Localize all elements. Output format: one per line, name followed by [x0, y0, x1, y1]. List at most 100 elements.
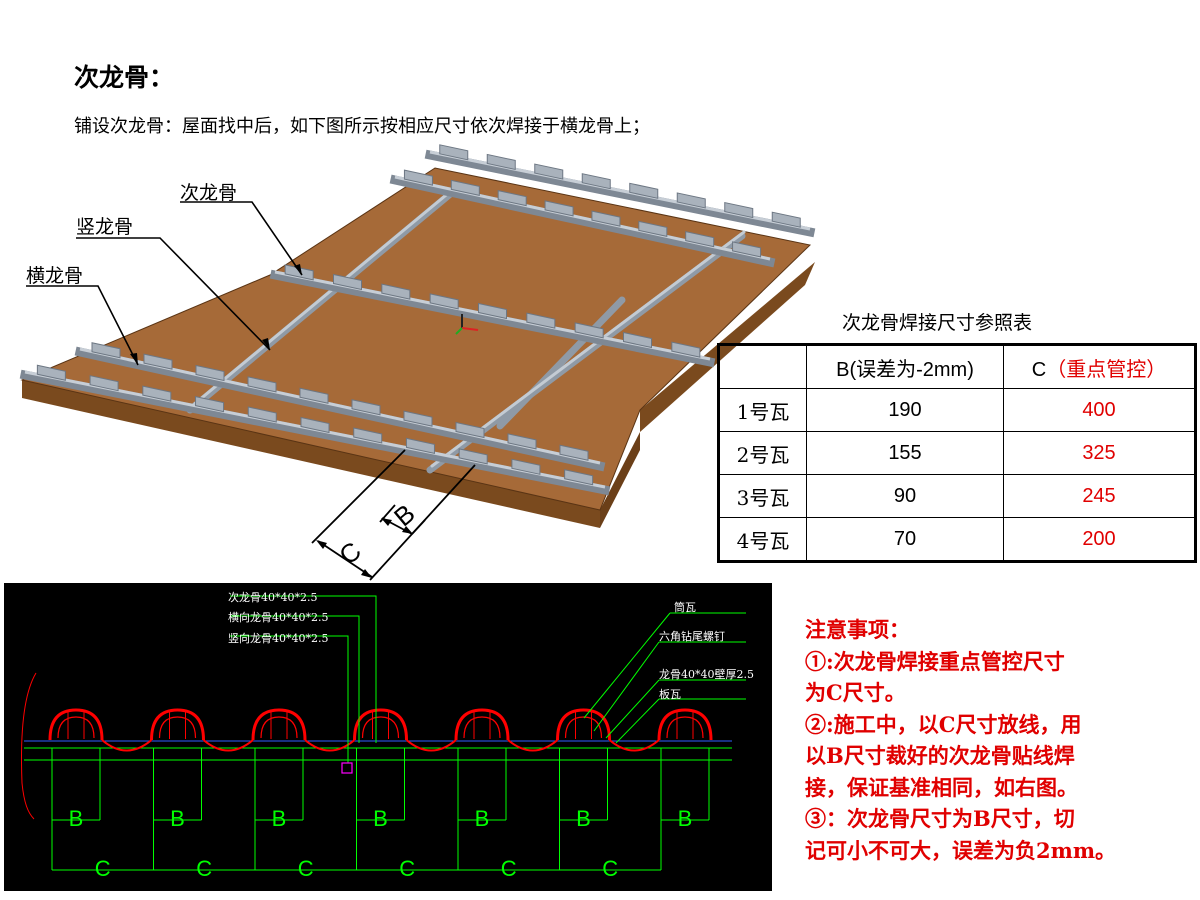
cad-label-cylinder-tile: 筒瓦 — [674, 601, 696, 614]
notes-panel: 注意事项： ①:次龙骨焊接重点管控尺寸 为C尺寸。 ②:施工中，以C尺寸放线，用… — [805, 614, 1185, 866]
batten-block — [351, 399, 381, 416]
instruction-text: 铺设次龙骨：屋面找中后，如下图所示按相应尺寸依次焊接于横龙骨上； — [74, 116, 650, 137]
cad-c-label: C — [501, 856, 517, 881]
header-c: C（重点管控） — [1003, 344, 1196, 389]
batten-bar — [19, 369, 611, 496]
batten-block — [534, 163, 564, 180]
cad-b-label: B — [272, 806, 287, 831]
batten-bar — [74, 346, 606, 472]
notes-line: 接，保证基准相同，如右图。 — [805, 774, 1078, 800]
callout-secondary-keel: 次龙骨 — [180, 182, 238, 204]
table-row: 3号瓦 90 245 — [718, 474, 1196, 518]
cad-label-plate-tile: 板瓦 — [659, 688, 681, 701]
cad-tile-arch — [353, 708, 408, 741]
cad-b-label: B — [69, 806, 84, 831]
tile-cell: 1号瓦 — [718, 388, 807, 432]
batten-block — [526, 312, 556, 329]
batten-block — [299, 387, 329, 404]
batten-block — [771, 211, 801, 228]
notes-line: ③：次龙骨尺寸为B尺寸，切 — [805, 806, 1075, 831]
header-c-prefix: C — [1031, 358, 1047, 381]
cad-b-label: B — [373, 806, 388, 831]
cad-tile-inner — [666, 716, 704, 739]
batten-block — [450, 179, 480, 196]
batten-block — [429, 293, 459, 310]
cad-plate-tile — [101, 739, 153, 752]
notes-line: 记可小不可大，误差为负2mm。 — [805, 837, 1117, 863]
batten-block — [143, 353, 173, 370]
batten-block — [195, 395, 225, 413]
tile-cell: 3号瓦 — [718, 474, 807, 518]
reference-table-caption: 次龙骨焊接尺寸参照表 — [842, 312, 1033, 334]
callout-horizontal-keel: 横龙骨 — [26, 265, 84, 287]
b-value-cell: 90 — [806, 474, 1004, 518]
cad-tile-arch — [48, 708, 104, 741]
cad-c-label: C — [196, 856, 212, 881]
cad-b-label: B — [170, 806, 185, 831]
cad-label-keel-spec: 龙骨40*40壁厚2.5 — [659, 668, 754, 681]
reference-table: B(误差为-2mm) C（重点管控） 1号瓦 190 400 2号瓦 155 3… — [717, 343, 1197, 563]
cad-tile-inner — [463, 716, 501, 739]
notes-line: 以B尺寸裁好的次龙骨贴线焊 — [805, 743, 1075, 768]
batten-block — [247, 406, 277, 423]
batten-block — [574, 322, 604, 339]
batten-block — [247, 376, 277, 393]
batten-bar — [424, 149, 816, 238]
cad-tile-arch — [150, 708, 205, 741]
b-value-cell: 190 — [806, 388, 1004, 432]
table-row: 1号瓦 190 400 — [718, 388, 1196, 432]
batten-block — [405, 437, 435, 455]
cad-tile-arch — [251, 708, 307, 741]
batten-block — [300, 416, 330, 434]
notes-title: 注意事项： — [805, 617, 910, 642]
tile-cell: 2号瓦 — [718, 431, 807, 475]
cad-plate-tile — [405, 739, 457, 752]
batten-bar — [389, 174, 776, 268]
batten-block — [478, 302, 507, 320]
batten-block — [91, 342, 121, 359]
page-title: 次龙骨： — [74, 63, 175, 92]
batten-block — [638, 220, 668, 237]
batten-block — [458, 448, 488, 465]
table-header-row: B(误差为-2mm) C（重点管控） — [718, 344, 1196, 389]
cad-tile-inner — [57, 716, 95, 739]
cad-label-vertical-keel: 竖向龙骨40*40*2.5 — [228, 632, 329, 645]
batten-block — [676, 192, 706, 209]
header-c-note: （重点管控） — [1046, 356, 1167, 381]
batten-block — [507, 433, 537, 450]
cad-b-label: B — [576, 806, 591, 831]
cad-tile-arch — [556, 708, 611, 741]
batten-block — [623, 331, 652, 349]
batten-block — [486, 153, 516, 171]
batten-block — [353, 427, 383, 444]
cad-label-secondary-keel: 次龙骨40*40*2.5 — [228, 591, 318, 604]
batten-bar — [269, 269, 716, 368]
batten-block — [497, 190, 527, 207]
batten-block — [591, 210, 621, 227]
cad-tile-inner — [260, 716, 298, 739]
cad-plate-tile — [202, 739, 254, 752]
batten-block — [455, 421, 485, 439]
c-value-cell: 400 — [1003, 388, 1196, 432]
batten-block — [439, 144, 469, 161]
batten-block — [36, 364, 66, 381]
c-value-cell: 200 — [1003, 517, 1196, 562]
batten-block — [629, 182, 659, 199]
cad-plate-tile — [304, 739, 356, 752]
cad-tile-inner — [361, 716, 400, 739]
batten-block — [195, 364, 225, 382]
batten-block — [559, 444, 589, 461]
batten-block — [89, 375, 119, 392]
cad-c-label: C — [95, 856, 111, 881]
cad-tile-inner — [564, 716, 603, 739]
table-row: 2号瓦 155 325 — [718, 431, 1196, 475]
batten-block — [142, 385, 172, 402]
notes-line: ②:施工中，以C尺寸放线，用 — [805, 711, 1082, 737]
cad-label-horizontal-keel: 横向龙骨40*40*2.5 — [228, 611, 329, 624]
cad-b-label: B — [678, 806, 693, 831]
batten-block — [544, 200, 574, 217]
callout-vertical-keel: 竖龙骨 — [76, 216, 134, 238]
cad-tile-inner — [158, 716, 197, 739]
batten-block — [724, 201, 754, 219]
batten-block — [381, 283, 411, 300]
